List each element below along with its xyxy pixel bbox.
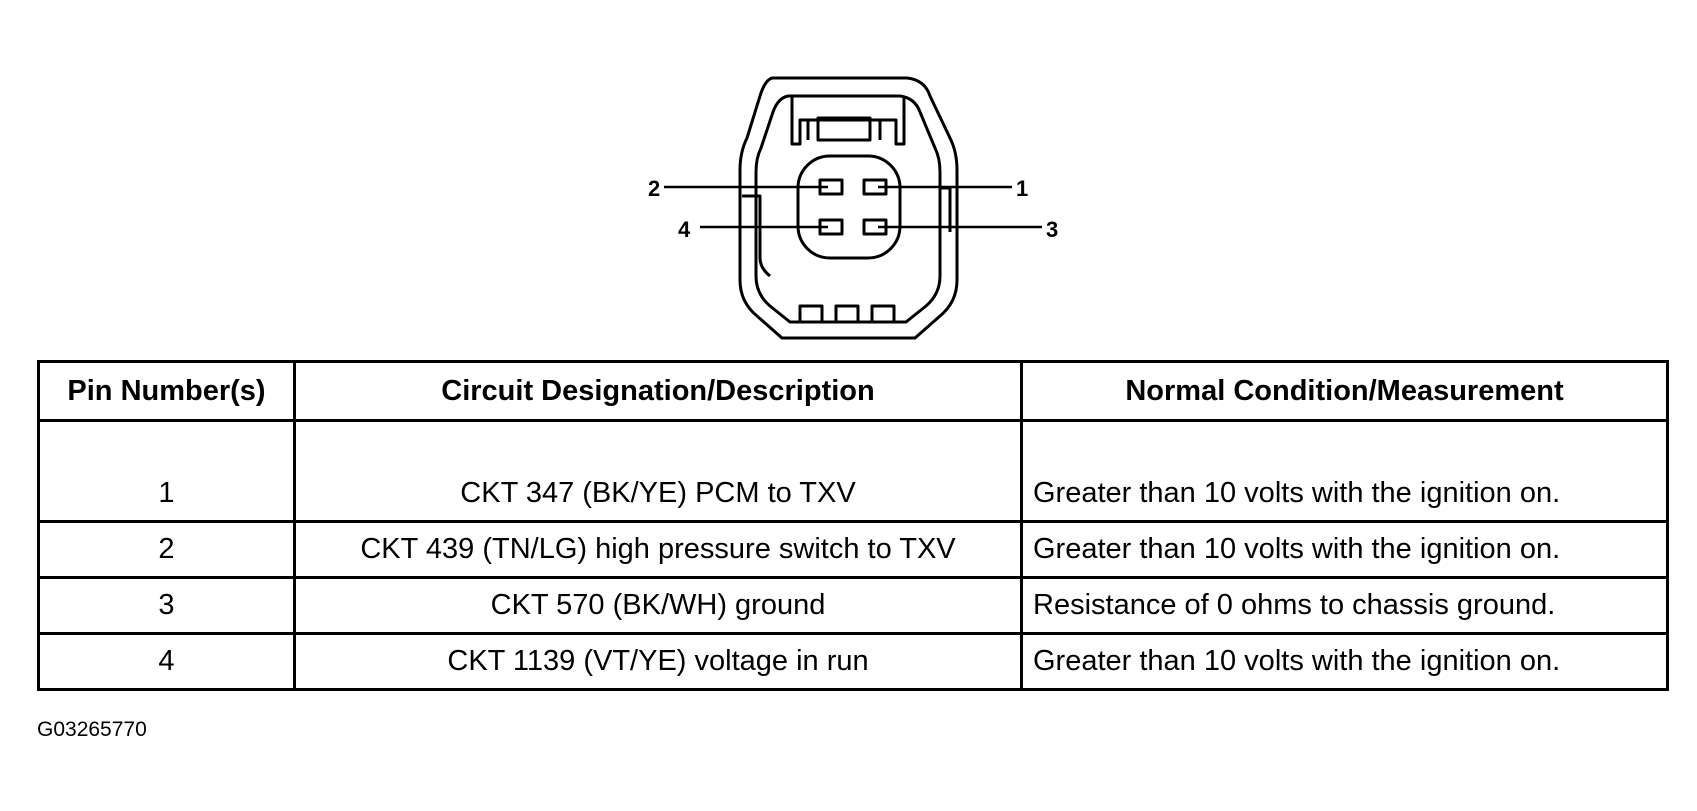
bottom-slot-2 [834, 304, 860, 324]
condition-cell: Greater than 10 volts with the ignition … [1020, 632, 1669, 691]
circuit-cell: CKT 1139 (VT/YE) voltage in run [293, 632, 1023, 691]
table-row: 1 CKT 347 (BK/YE) PCM to TXV Greater tha… [37, 419, 1669, 523]
pin-label-4: 4 [678, 217, 691, 242]
header-circuit: Circuit Designation/Description [293, 360, 1023, 422]
pin-label-2: 2 [648, 176, 660, 201]
header-condition: Normal Condition/Measurement [1020, 360, 1669, 422]
condition-cell: Greater than 10 volts with the ignition … [1020, 419, 1669, 523]
table-row: 2 CKT 439 (TN/LG) high pressure switch t… [37, 520, 1669, 579]
pinout-table: Pin Number(s) Circuit Designation/Descri… [37, 360, 1669, 691]
table-header-row: Pin Number(s) Circuit Designation/Descri… [37, 360, 1669, 422]
left-key-detail [742, 194, 771, 278]
condition-cell: Resistance of 0 ohms to chassis ground. [1020, 576, 1669, 635]
circuit-cell: CKT 439 (TN/LG) high pressure switch to … [293, 520, 1023, 579]
circuit-cell: CKT 347 (BK/YE) PCM to TXV [293, 419, 1023, 523]
latch-tab [816, 116, 872, 142]
pin-label-1: 1 [1016, 176, 1028, 201]
pin-cavity-surround [796, 154, 902, 260]
pin-cell: 4 [37, 632, 296, 691]
connector-housing-outer [738, 76, 959, 340]
header-pin-number: Pin Number(s) [37, 360, 296, 422]
pin-label-3: 3 [1046, 217, 1058, 242]
pin-cell: 1 [37, 419, 296, 523]
bottom-slot-1 [798, 304, 824, 324]
pin-cell: 3 [37, 576, 296, 635]
condition-cell: Greater than 10 volts with the ignition … [1020, 520, 1669, 579]
circuit-cell: CKT 570 (BK/WH) ground [293, 576, 1023, 635]
connector-diagram: 2 1 4 3 [648, 76, 1058, 340]
pin-cell: 2 [37, 520, 296, 579]
locking-latch [790, 96, 906, 146]
table-row: 3 CKT 570 (BK/WH) ground Resistance of 0… [37, 576, 1669, 635]
figure-id: G03265770 [37, 718, 147, 741]
bottom-slot-3 [870, 304, 896, 324]
table-row: 4 CKT 1139 (VT/YE) voltage in run Greate… [37, 632, 1669, 691]
connector-housing-inner [754, 94, 942, 324]
